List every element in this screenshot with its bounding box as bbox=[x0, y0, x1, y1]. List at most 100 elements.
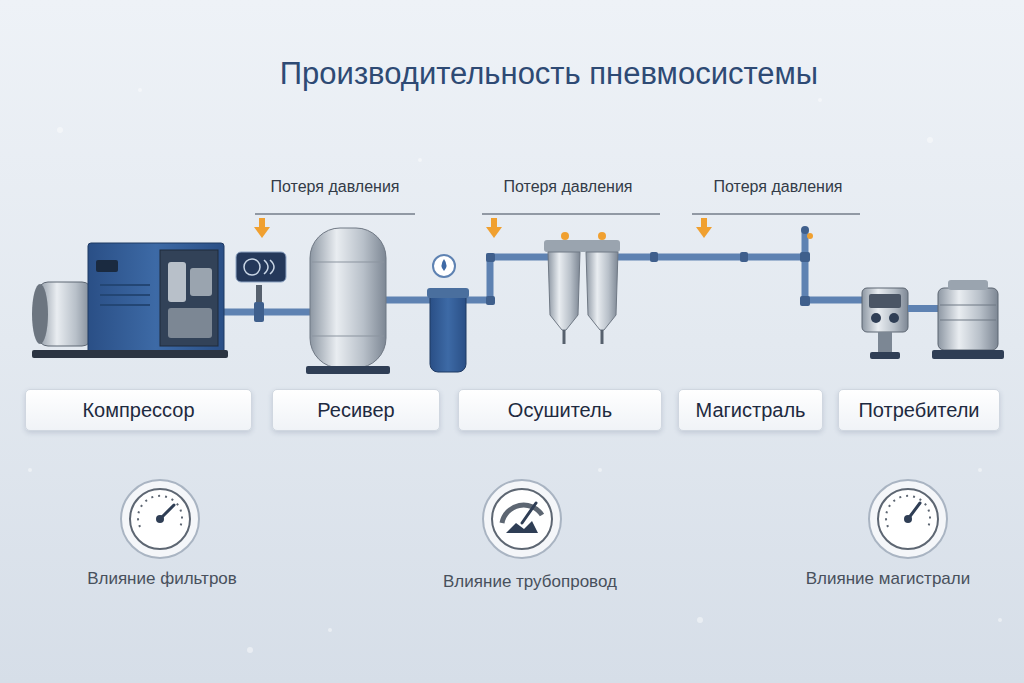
consumer-symbol bbox=[869, 294, 901, 308]
gauge-icons bbox=[130, 489, 190, 549]
dryer-symbol bbox=[548, 252, 580, 330]
receiver-tank bbox=[312, 262, 384, 263]
stage-box: Магистраль bbox=[678, 389, 823, 431]
gauge-icons bbox=[138, 496, 182, 527]
loss-lines bbox=[692, 213, 860, 214]
valve-symbol bbox=[264, 260, 274, 274]
loss-arrows bbox=[701, 218, 707, 228]
gauge-icons bbox=[483, 480, 561, 558]
background-bokeh bbox=[978, 468, 982, 472]
compressor-symbol bbox=[32, 243, 228, 358]
dryer-symbol bbox=[586, 252, 618, 330]
compressor-symbol bbox=[168, 262, 186, 302]
compressor-symbol bbox=[190, 268, 212, 296]
background-bokeh bbox=[28, 88, 1002, 653]
stage-box: Ресивер bbox=[272, 389, 440, 431]
pipes bbox=[222, 309, 310, 316]
stage-box: Компрессор bbox=[25, 389, 252, 431]
pressure-loss-label: Потеря давления bbox=[504, 178, 633, 196]
diagram-title: Производительность пневмосистемы bbox=[280, 56, 818, 92]
pipes bbox=[463, 257, 548, 300]
consumer-symbol bbox=[862, 288, 908, 332]
consumer-symbol bbox=[932, 350, 1004, 359]
pipe-joints bbox=[486, 226, 813, 306]
pipe-joints bbox=[486, 296, 495, 305]
consumer-symbol bbox=[862, 280, 1004, 359]
loss-arrows bbox=[259, 218, 265, 228]
stage-box: Осушитель bbox=[458, 389, 662, 431]
filter-symbol bbox=[433, 255, 455, 277]
pressure-loss-label: Потеря давления bbox=[271, 178, 400, 196]
influence-label: Влияние магистрали bbox=[806, 569, 970, 589]
receiver-tank bbox=[306, 366, 390, 374]
gauge-icons bbox=[869, 480, 947, 558]
consumer-symbol bbox=[940, 305, 996, 306]
pipe-joints bbox=[650, 252, 658, 262]
dryer-symbol bbox=[598, 232, 606, 240]
gauge-icons bbox=[522, 503, 536, 523]
compressor-symbol bbox=[96, 260, 118, 272]
dryer-symbol bbox=[601, 330, 604, 344]
valve-symbol bbox=[244, 259, 260, 275]
background-bokeh bbox=[998, 618, 1002, 622]
loss-arrows bbox=[254, 227, 270, 238]
compressor-symbol bbox=[168, 308, 212, 338]
influence-label: Влияние трубопровод bbox=[443, 572, 617, 592]
loss-arrows bbox=[486, 227, 502, 238]
background-bokeh bbox=[697, 617, 703, 623]
filter-symbol bbox=[427, 288, 469, 298]
stage-name: Компрессор bbox=[74, 399, 202, 422]
loss-arrows bbox=[491, 218, 497, 228]
stage-name: Потребители bbox=[850, 399, 987, 422]
receiver-tank bbox=[310, 228, 386, 368]
receiver-tank bbox=[306, 228, 390, 374]
stage-box: Потребители bbox=[838, 389, 1000, 431]
pipes bbox=[617, 257, 862, 300]
gauge-icons bbox=[886, 496, 930, 527]
compressor-symbol bbox=[32, 350, 228, 358]
filter-symbol bbox=[430, 290, 466, 372]
compressor-symbol bbox=[160, 250, 218, 346]
consumer-symbol bbox=[948, 280, 988, 290]
dryer-symbol bbox=[544, 232, 620, 344]
consumer-symbol bbox=[878, 332, 892, 352]
pipe-joints bbox=[740, 252, 748, 262]
background-bokeh bbox=[28, 468, 32, 472]
stage-name: Осушитель bbox=[500, 399, 620, 422]
dryer-symbol bbox=[544, 240, 620, 252]
gauge-icons bbox=[156, 515, 164, 523]
loss-arrows bbox=[696, 227, 712, 238]
consumer-symbol bbox=[940, 320, 996, 321]
background-bokeh bbox=[247, 647, 253, 653]
pressure-loss-label: Потеря давления bbox=[714, 178, 843, 196]
gauge-icons bbox=[904, 515, 912, 523]
pipe-joints bbox=[807, 233, 813, 239]
valve-symbol bbox=[236, 252, 286, 322]
background-bokeh bbox=[138, 88, 142, 92]
background-bokeh bbox=[818, 98, 822, 102]
pipes bbox=[385, 297, 432, 304]
dryer-symbol bbox=[563, 330, 566, 344]
gauge-icons bbox=[492, 489, 552, 549]
background-bokeh bbox=[418, 158, 422, 162]
background-bokeh bbox=[328, 628, 332, 632]
consumer-symbol bbox=[871, 313, 881, 323]
background-bokeh bbox=[57, 127, 63, 133]
consumer-symbol bbox=[889, 313, 899, 323]
consumer-symbol bbox=[908, 305, 938, 312]
compressor-symbol bbox=[100, 294, 150, 296]
influence-label: Влияние фильтров bbox=[87, 569, 237, 589]
compressor-symbol bbox=[100, 304, 150, 306]
filter-symbol bbox=[427, 255, 469, 372]
pipe-joints bbox=[800, 296, 810, 306]
stage-name: Магистраль bbox=[688, 399, 814, 422]
dryer-symbol bbox=[561, 232, 569, 240]
gauge-icons bbox=[878, 489, 938, 549]
stage-name: Ресивер bbox=[309, 399, 402, 422]
compressor-symbol bbox=[32, 284, 48, 344]
background-bokeh bbox=[927, 137, 933, 143]
compressor-symbol bbox=[100, 284, 150, 286]
gauge-icons bbox=[502, 505, 542, 523]
loss-lines bbox=[482, 213, 660, 214]
